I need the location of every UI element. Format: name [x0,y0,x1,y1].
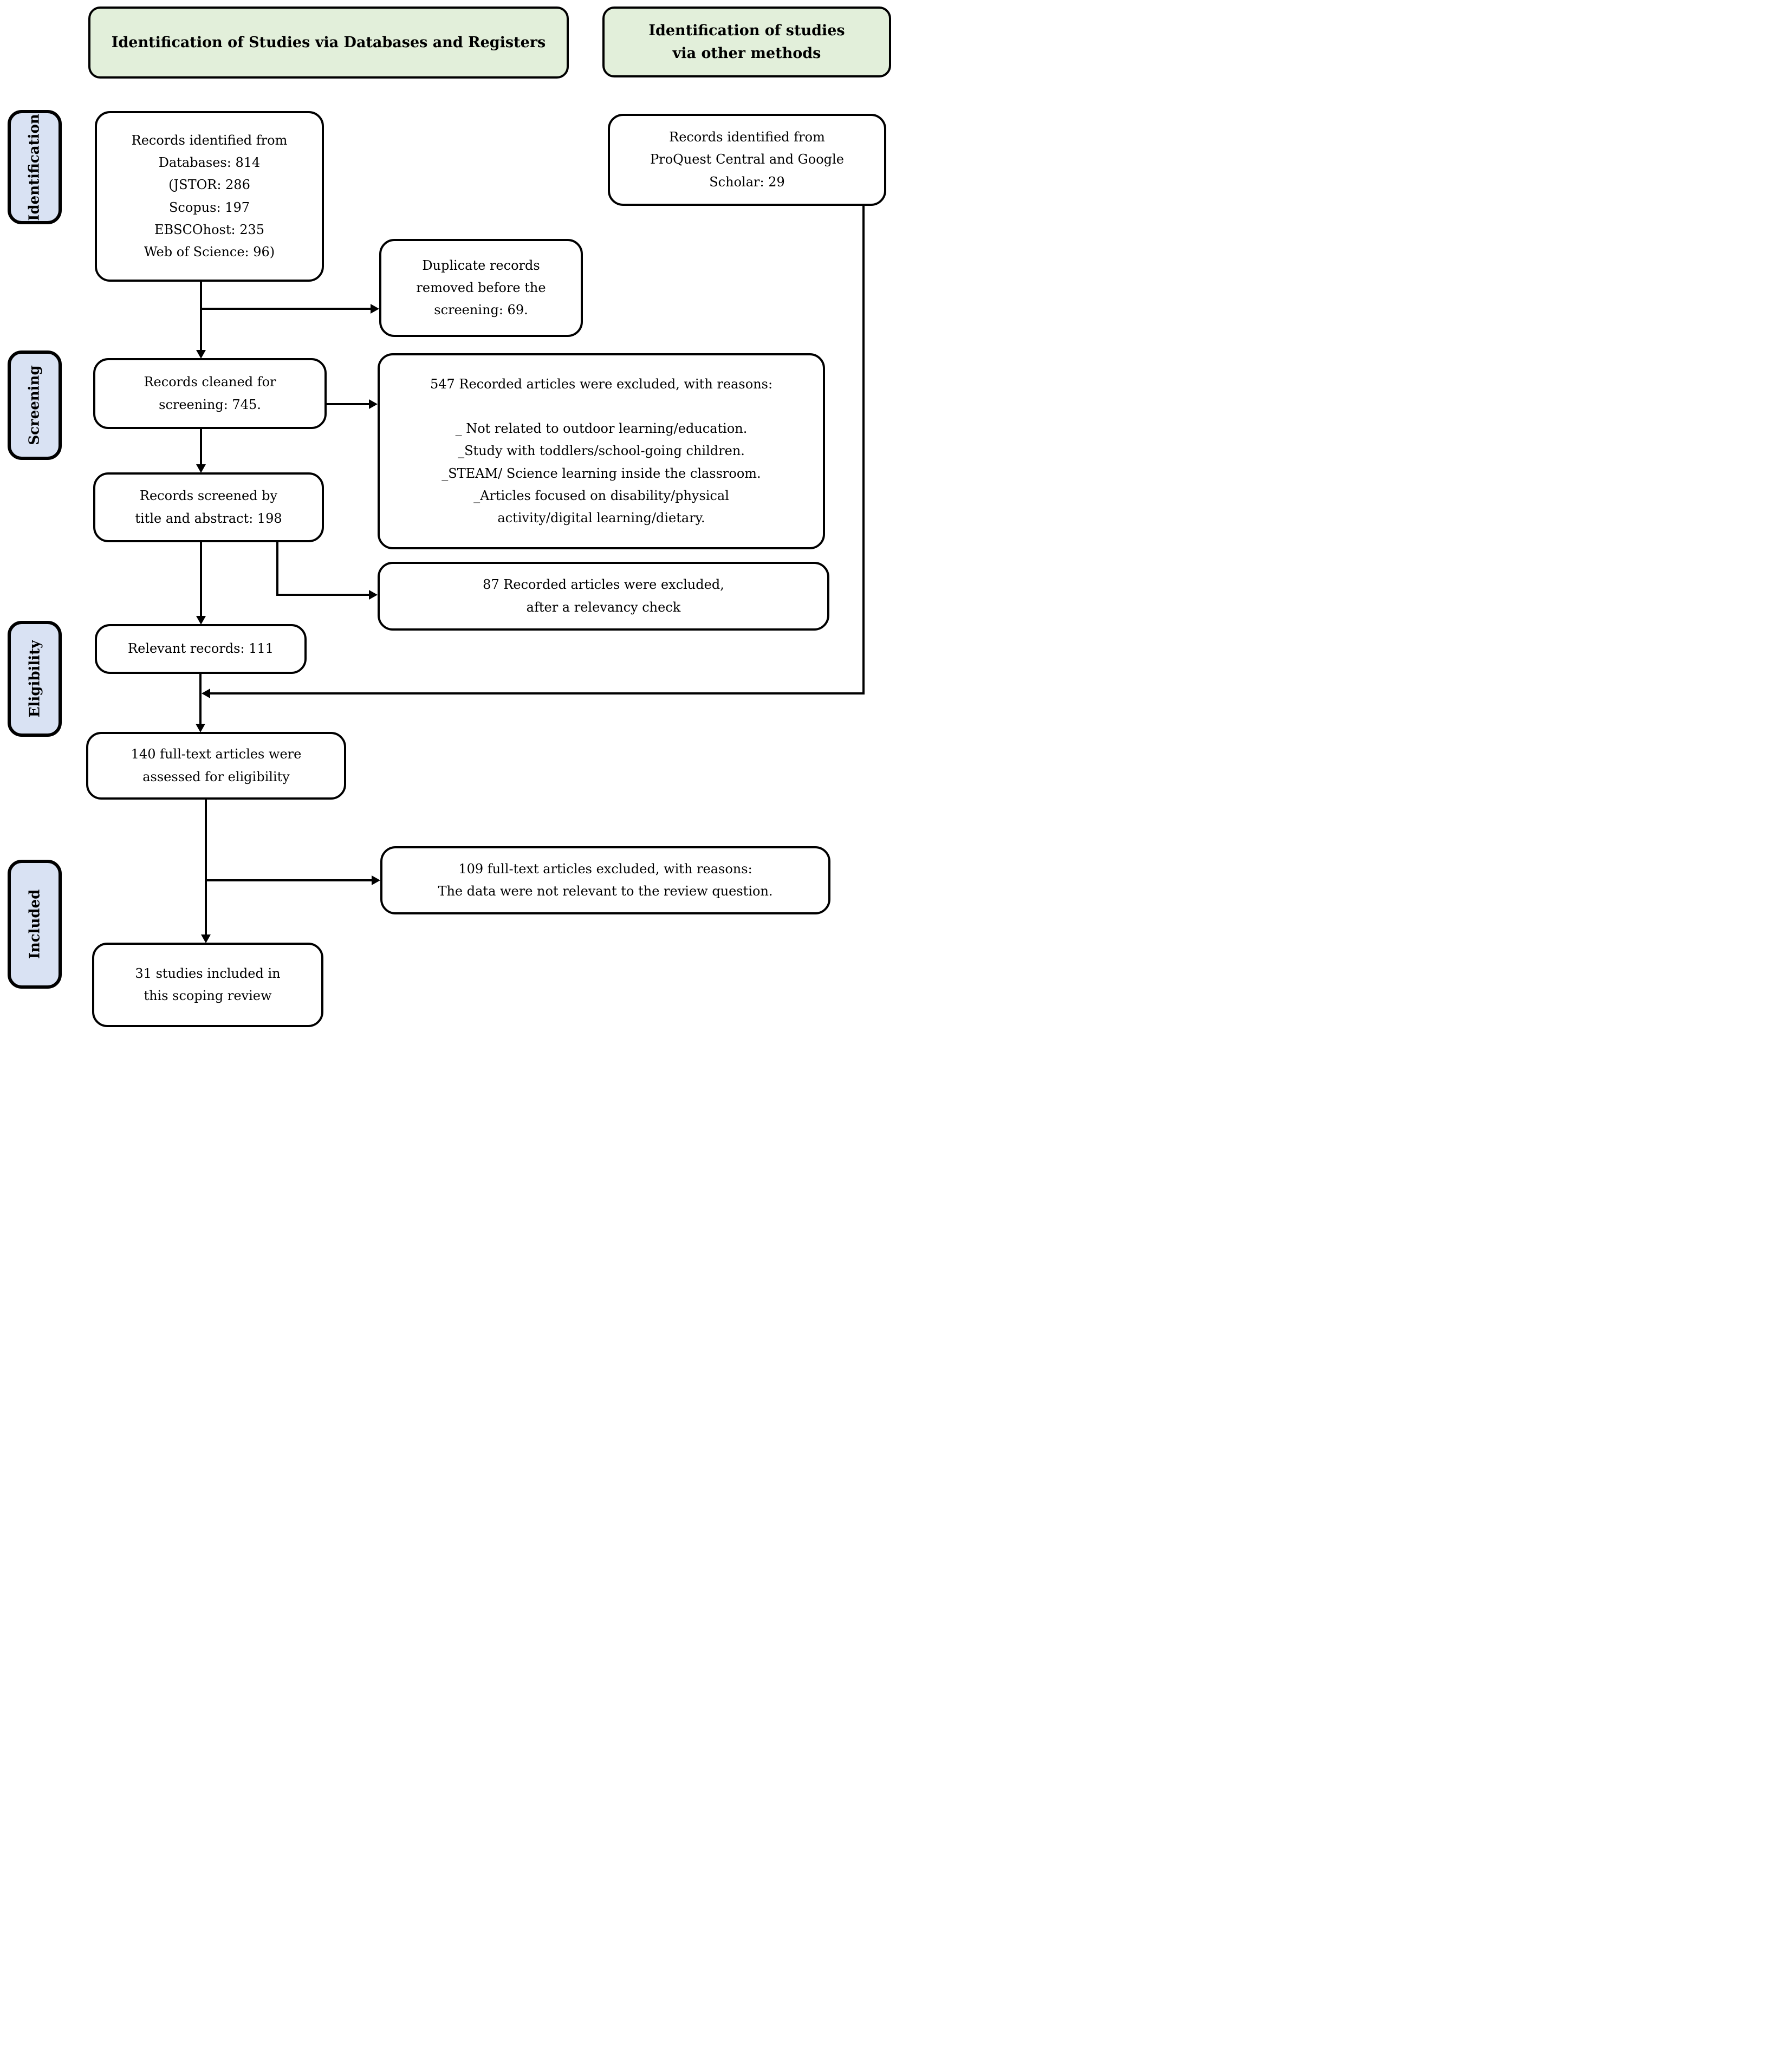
box-excluded-109-text: 109 full-text articles excluded, with re… [438,861,773,899]
box-records-cleaned: Records cleaned for screening: 745. [93,358,327,429]
stage-label-identification: Identification [8,110,62,224]
stage-label-included: Included [8,860,62,989]
connector-cleaned-to-screened-arrowhead [196,464,206,473]
stage-label-screening: Screening [8,351,62,460]
box-other-records-text: Records identified from ProQuest Central… [650,129,844,190]
connector-screened-to-relevant-arrowhead [196,616,206,625]
prisma-flow-diagram: Identification of Studies via Databases … [0,0,896,1032]
box-records-cleaned-text: Records cleaned for screening: 745. [144,374,276,412]
box-included-studies-text: 31 studies included in this scoping revi… [135,965,281,1003]
connector-relevant-to-fulltext-line [199,674,202,724]
connector-fulltext-to-excluded109-line [206,879,373,881]
box-records-identified: Records identified from Databases: 814 (… [95,111,324,282]
connector-to-duplicates-arrowhead [371,304,379,314]
box-excluded-109: 109 full-text articles excluded, with re… [380,846,830,914]
stage-label-eligibility: Eligibility [8,621,62,737]
connector-cleaned-to-excluded547-arrowhead [369,399,378,409]
box-duplicates-removed-text: Duplicate records removed before the scr… [416,257,546,318]
box-included-studies: 31 studies included in this scoping revi… [92,943,323,1027]
box-fulltext-assessed: 140 full-text articles were assessed for… [86,732,346,800]
connector-to-duplicates-line [201,308,372,310]
box-other-records: Records identified from ProQuest Central… [608,114,886,206]
box-relevant-records: Relevant records: 111 [95,624,307,674]
connector-relevant-to-fulltext-arrowhead [196,724,205,732]
box-excluded-547-text: 547 Recorded articles were excluded, wit… [430,376,773,526]
box-records-screened-text: Records screened by title and abstract: … [135,488,282,526]
box-relevant-records-text: Relevant records: 111 [128,641,274,657]
connector-othermethods-arrowhead [202,689,210,698]
box-fulltext-assessed-text: 140 full-text articles were assessed for… [131,747,302,784]
connector-fulltext-to-included-arrowhead [201,934,211,943]
stage-label-eligibility-text: Eligibility [27,640,43,718]
connector-identified-to-cleaned-line [200,282,202,351]
connector-identified-to-cleaned-arrowhead [196,350,206,359]
header-databases-registers-text: Identification of Studies via Databases … [111,34,546,51]
connector-screened-to-excluded87-hline [276,594,369,596]
connector-fulltext-to-excluded109-arrowhead [372,875,380,885]
box-excluded-547: 547 Recorded articles were excluded, wit… [378,353,825,549]
stage-label-screening-text: Screening [27,365,43,445]
box-records-identified-text: Records identified from Databases: 814 (… [131,132,288,260]
header-other-methods: Identification of studies via other meth… [602,7,891,77]
stage-label-included-text: Included [27,889,43,959]
connector-screened-to-excluded87-arrowhead [369,590,378,600]
connector-fulltext-to-included-line [205,800,207,935]
box-excluded-87-text: 87 Recorded articles were excluded, afte… [483,577,724,615]
box-records-screened: Records screened by title and abstract: … [93,472,324,542]
box-duplicates-removed: Duplicate records removed before the scr… [379,239,583,337]
connector-othermethods-hline [210,692,863,695]
connector-screened-to-excluded87-vline [276,542,278,596]
connector-othermethods-vline [862,206,865,695]
connector-cleaned-to-screened-line [200,429,202,465]
box-excluded-87: 87 Recorded articles were excluded, afte… [378,562,829,631]
header-databases-registers: Identification of Studies via Databases … [88,7,569,79]
connector-cleaned-to-excluded547-line [327,403,370,405]
connector-screened-to-relevant-line [200,542,202,616]
header-other-methods-text: Identification of studies via other meth… [648,22,845,62]
stage-label-identification-text: Identification [27,113,43,221]
